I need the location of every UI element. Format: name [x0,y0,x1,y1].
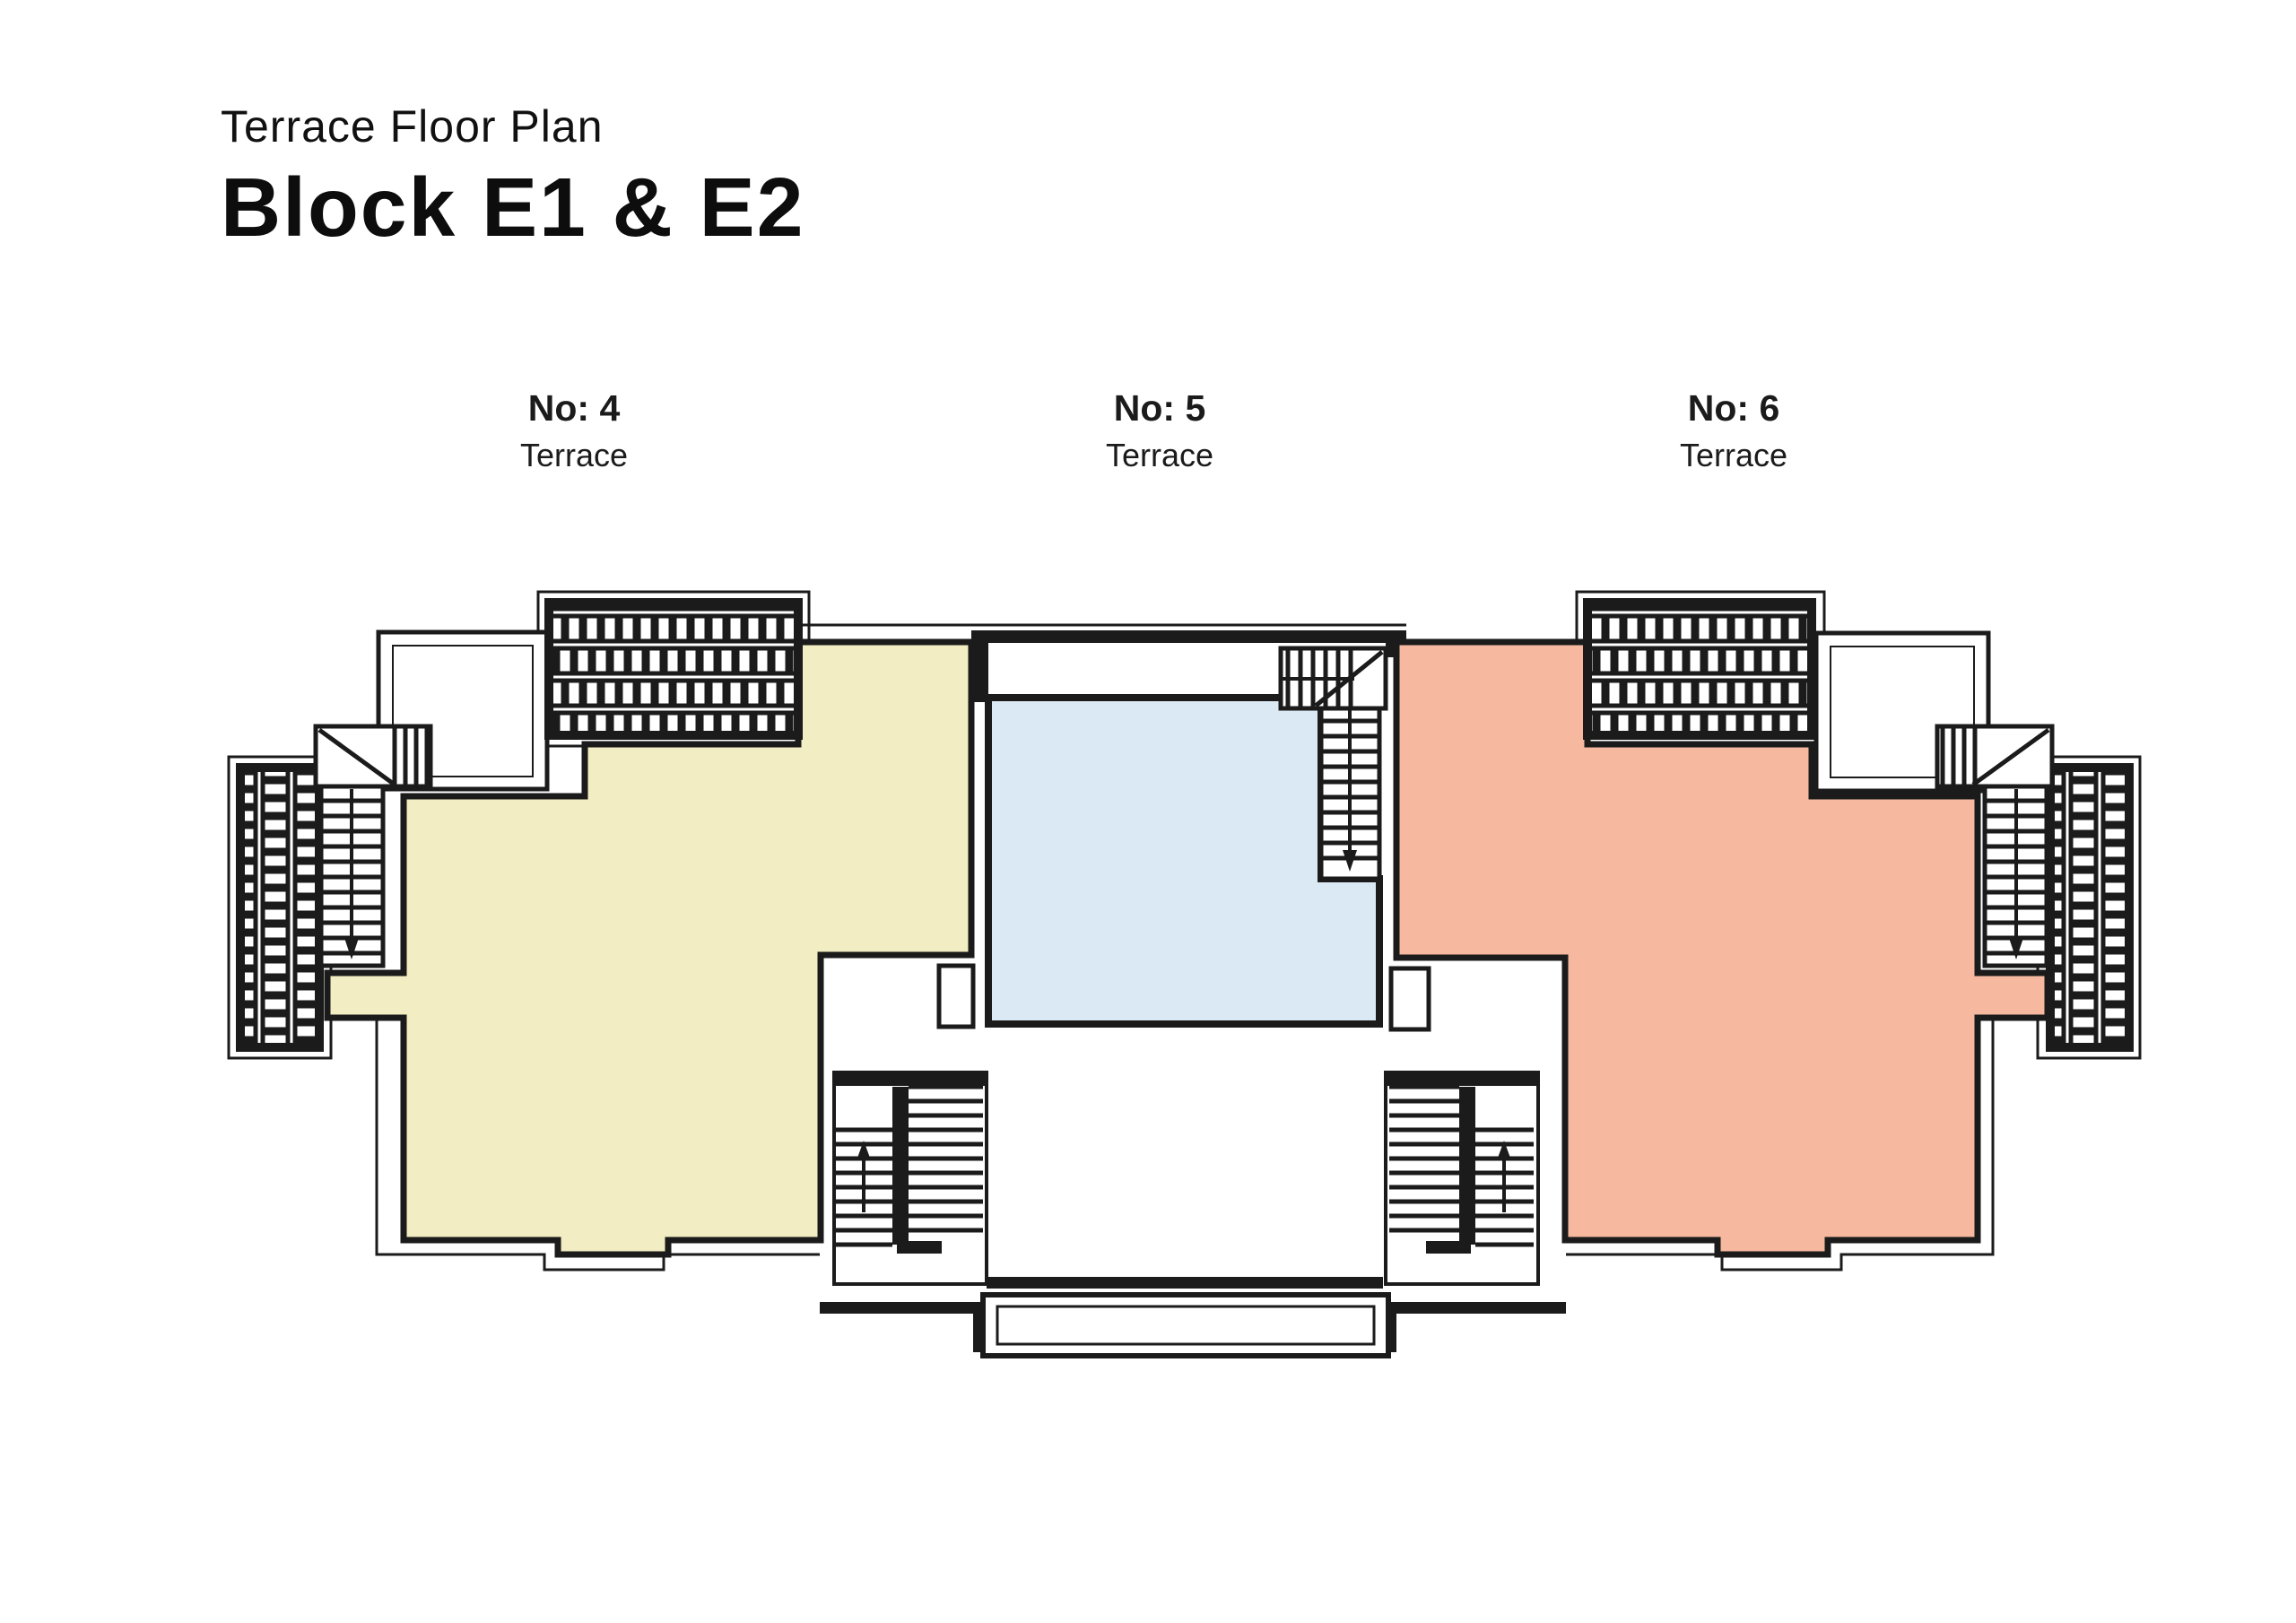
unit-4-type: Terrace [519,437,629,473]
roof-tile-hatch-far-right [2046,763,2134,1052]
roof-tile-hatch-top-left [544,598,803,740]
unit-6-label: No: 6 Terrace [1680,387,1787,474]
plan-subtitle: Block E1 & E2 [221,161,805,254]
stairs-center-down [1278,646,1388,881]
up-arrow-icon [857,1141,871,1160]
plan-header: Terrace Floor Plan Block E1 & E2 [221,100,804,256]
unit-5-type: Terrace [1105,437,1214,473]
bottom-balcony-platform [980,1292,1391,1358]
stairs-courtyard-left-up [832,1071,988,1286]
unit-6-number: No: 6 [1687,387,1780,429]
plan-title: Terrace Floor Plan [221,101,604,152]
unit-5-label: No: 5 Terrace [1106,387,1213,474]
down-arrow-icon [344,938,359,959]
roof-tile-hatches [236,598,2134,1052]
down-arrow-icon [1343,850,1357,872]
up-arrow-icon [1497,1141,1511,1160]
unit-4-label: No: 4 Terrace [520,387,628,474]
roof-tile-hatch-far-left [236,763,324,1052]
stairs-left-down [313,724,433,968]
roof-tile-hatch-top-right [1583,598,1816,740]
landing-box-left [936,963,976,1029]
unit-4-number: No: 4 [527,387,621,429]
corridor-top-wall [974,630,1406,643]
landing-box-right [1388,966,1431,1032]
down-arrow-icon [2009,938,2023,959]
unit-6-type: Terrace [1679,437,1788,473]
unit-5-number: No: 5 [1113,387,1206,429]
walls [820,630,1566,1352]
stairs-courtyard-right-up [1384,1071,1540,1286]
courtyard-bottom-wall [987,1277,1383,1289]
stairs-right-down [1935,724,2055,968]
